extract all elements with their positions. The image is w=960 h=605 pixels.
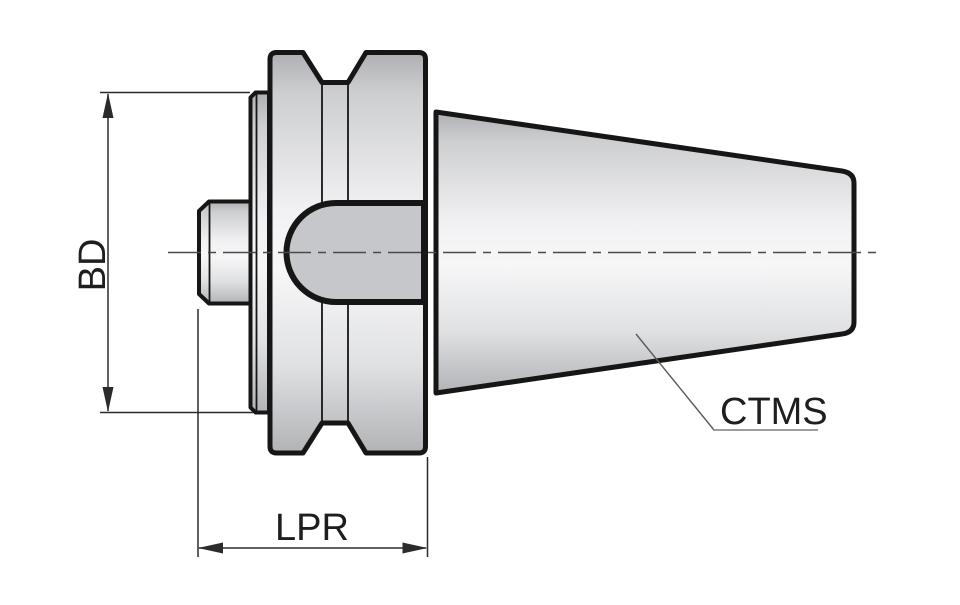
- lpr-arrow-left: [198, 542, 223, 554]
- lpr-arrow-right: [402, 542, 428, 554]
- taper-cone: [433, 109, 857, 396]
- callout-ctms: CTMS: [635, 333, 828, 433]
- bd-label: BD: [72, 239, 114, 292]
- bd-arrow-down: [102, 387, 114, 412]
- lpr-label: LPR: [275, 507, 349, 549]
- ctms-leader-line: [635, 333, 715, 431]
- ctms-label: CTMS: [720, 391, 828, 433]
- dimension-bd: BD: [72, 91, 253, 414]
- dimension-lpr: LPR: [197, 309, 429, 557]
- bd-arrow-up: [102, 93, 114, 118]
